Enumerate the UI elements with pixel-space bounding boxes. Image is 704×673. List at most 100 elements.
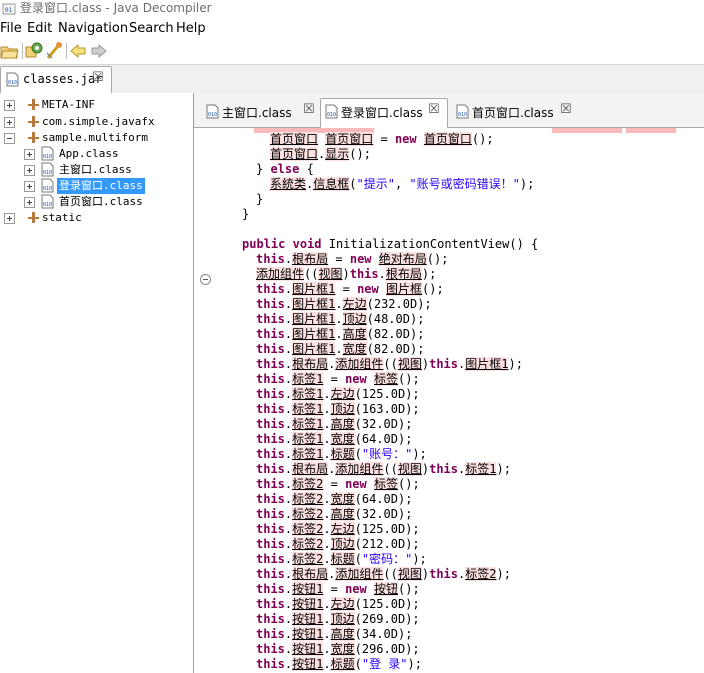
tree-node-com-simple-javafx[interactable]: com.simple.javafx — [4, 114, 189, 130]
code-link[interactable]: 根布局 — [292, 252, 329, 266]
code-link[interactable]: 图片框1 — [292, 282, 336, 296]
tree-node-sample-multiform[interactable]: sample.multiform — [4, 130, 189, 146]
expand-icon[interactable] — [4, 100, 15, 111]
code-link[interactable]: 标签1 — [292, 417, 324, 431]
menu-edit[interactable]: Edit — [27, 21, 53, 36]
code-link[interactable]: 根布局 — [385, 267, 422, 281]
tree-node-meta-inf[interactable]: META-INF — [4, 97, 189, 113]
code-link[interactable]: 左边 — [342, 297, 367, 311]
code-link[interactable]: 标题 — [330, 447, 355, 461]
code-link[interactable]: 顶边 — [330, 612, 355, 626]
code-link[interactable]: 图片框 — [385, 282, 422, 296]
code-link[interactable]: 标签 — [373, 372, 398, 386]
code-link[interactable]: 按钮1 — [292, 597, 324, 611]
code-link[interactable]: 按钮1 — [292, 657, 324, 671]
back-icon[interactable] — [68, 41, 88, 61]
code-link[interactable]: 顶边 — [330, 402, 355, 416]
search-icon[interactable] — [44, 41, 64, 61]
code-link[interactable]: 首页窗口 — [270, 132, 319, 146]
code-link[interactable]: 按钮 — [373, 582, 398, 596]
open-folder-icon[interactable] — [0, 41, 20, 61]
tree-node-home-window-class[interactable]: 010 首页窗口.class — [4, 194, 189, 210]
code-link[interactable]: 视图 — [397, 462, 422, 476]
code-link[interactable]: 高度 — [330, 507, 355, 521]
code-link[interactable]: 宽度 — [330, 432, 355, 446]
code-link[interactable]: 高度 — [342, 327, 367, 341]
code-link[interactable]: 首页窗口 — [423, 132, 472, 146]
code-link[interactable]: 首页窗口 — [325, 132, 374, 146]
close-icon[interactable]: ☒ — [303, 102, 315, 117]
code-link[interactable]: 视图 — [397, 567, 422, 581]
code-link[interactable]: 高度 — [330, 627, 355, 641]
close-icon[interactable]: ☒ — [428, 102, 440, 117]
code-link[interactable]: 视图 — [397, 357, 422, 371]
tab-main-window-class[interactable]: 010 主窗口.class ☒ — [200, 98, 318, 126]
expand-icon[interactable] — [24, 165, 35, 176]
code-link[interactable]: 显示 — [325, 147, 350, 161]
tab-login-window-class[interactable]: 010 登录窗口.class ☒ — [320, 98, 448, 128]
code-link[interactable]: 标签1 — [292, 447, 324, 461]
code-link[interactable]: 左边 — [330, 597, 355, 611]
code-link[interactable]: 标题 — [330, 552, 355, 566]
close-icon[interactable]: ☒ — [92, 70, 104, 85]
code-link[interactable]: 标签 — [373, 477, 398, 491]
collapse-icon[interactable] — [4, 133, 15, 144]
code-link[interactable]: 标签2 — [292, 477, 324, 491]
code-link[interactable]: 系統类 — [270, 177, 307, 191]
close-icon[interactable]: ☒ — [560, 102, 572, 117]
menu-file[interactable]: File — [0, 21, 22, 36]
code-link[interactable]: 标签2 — [465, 567, 497, 581]
code-link[interactable]: 按钮1 — [292, 612, 324, 626]
code-link[interactable]: 图片框1 — [292, 312, 336, 326]
code-link[interactable]: 宽度 — [330, 642, 355, 656]
code-link[interactable]: 宽度 — [330, 492, 355, 506]
code-link[interactable]: 标签1 — [465, 462, 497, 476]
code-link[interactable]: 标签1 — [292, 387, 324, 401]
fold-collapse-icon[interactable] — [200, 274, 211, 285]
code-link[interactable]: 图片框1 — [292, 297, 336, 311]
code-link[interactable]: 添加组件 — [335, 462, 384, 476]
code-link[interactable]: 标签2 — [292, 507, 324, 521]
code-link[interactable]: 视图 — [318, 267, 343, 281]
code-link[interactable]: 根布局 — [292, 357, 329, 371]
menu-navigation[interactable]: Navigation — [58, 21, 129, 36]
expand-icon[interactable] — [24, 197, 35, 208]
code-link[interactable]: 宽度 — [342, 342, 367, 356]
code-link[interactable]: 信息框 — [313, 177, 350, 191]
tree-node-app-class[interactable]: 010 App.class — [4, 146, 189, 162]
code-link[interactable]: 按钮1 — [292, 642, 324, 656]
tab-home-window-class[interactable]: 010 首页窗口.class ☒ — [450, 98, 578, 126]
code-link[interactable]: 标签1 — [292, 432, 324, 446]
open-type-icon[interactable] — [24, 41, 44, 61]
code-link[interactable]: 图片框1 — [465, 357, 509, 371]
code-link[interactable]: 标签2 — [292, 492, 324, 506]
code-link[interactable]: 图片框1 — [292, 342, 336, 356]
tab-classes-jar[interactable]: 010 classes.jar ☒ — [0, 66, 112, 93]
code-link[interactable]: 标签2 — [292, 552, 324, 566]
expand-icon[interactable] — [4, 117, 15, 128]
code-link[interactable]: 顶边 — [342, 312, 367, 326]
code-link[interactable]: 左边 — [330, 522, 355, 536]
code-link[interactable]: 图片框1 — [292, 327, 336, 341]
code-link[interactable]: 标签1 — [292, 402, 324, 416]
code-link[interactable]: 按钮1 — [292, 582, 324, 596]
menu-help[interactable]: Help — [176, 21, 206, 36]
tree-node-login-window-class[interactable]: 010 登录窗口.class — [4, 178, 189, 194]
code-link[interactable]: 添加组件 — [256, 267, 305, 281]
code-link[interactable]: 标签2 — [292, 522, 324, 536]
expand-icon[interactable] — [4, 213, 15, 224]
menu-search[interactable]: Search — [129, 21, 174, 36]
source-code-view[interactable]: 首页窗口 首页窗口 = new 首页窗口();首页窗口.显示();} else … — [194, 128, 704, 673]
code-link[interactable]: 首页窗口 — [270, 147, 319, 161]
code-link[interactable]: 左边 — [330, 387, 355, 401]
tree-node-static[interactable]: static — [4, 210, 189, 226]
code-link[interactable]: 标签1 — [292, 372, 324, 386]
code-link[interactable]: 根布局 — [292, 462, 329, 476]
forward-icon[interactable] — [89, 41, 109, 61]
tree-node-main-window-class[interactable]: 010 主窗口.class — [4, 162, 189, 178]
code-link[interactable]: 标题 — [330, 657, 355, 671]
code-link[interactable]: 高度 — [330, 417, 355, 431]
code-link[interactable]: 绝对布局 — [378, 252, 427, 266]
code-link[interactable]: 添加组件 — [335, 567, 384, 581]
expand-icon[interactable] — [24, 149, 35, 160]
